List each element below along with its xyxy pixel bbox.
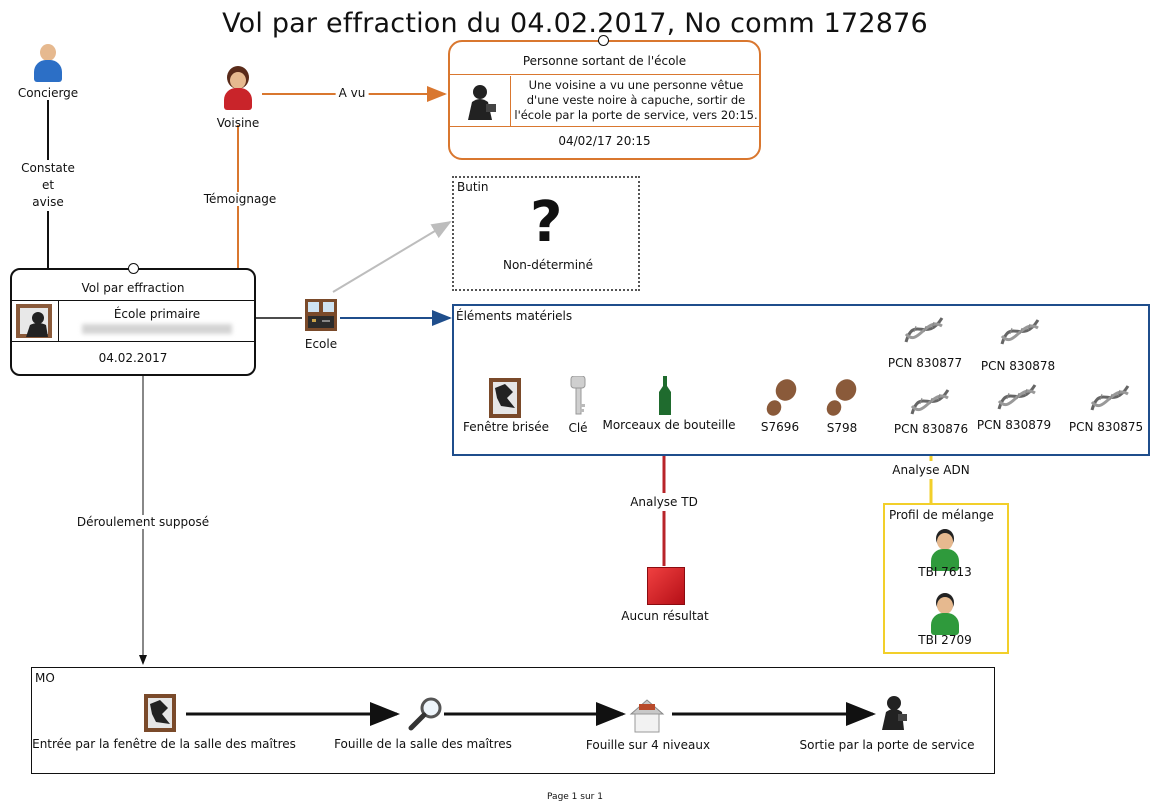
voisine-label: Voisine xyxy=(216,116,260,130)
mo-heading: MO xyxy=(35,671,55,685)
profil-person-2: TBI 2709 xyxy=(918,633,972,647)
case-place: École primaire xyxy=(113,307,201,321)
mo-box[interactable]: MO xyxy=(31,667,995,774)
dna-icon-830878 xyxy=(1000,316,1040,348)
event-thief-icon xyxy=(450,76,511,126)
case-anchor xyxy=(128,263,139,274)
no-result-icon[interactable] xyxy=(647,567,685,605)
mo-step-4: Sortie par la porte de service xyxy=(799,738,975,752)
event-datetime: 04/02/17 20:15 xyxy=(450,126,759,159)
result-label: Aucun résultat xyxy=(621,609,709,623)
pcn-830879-label: PCN 830879 xyxy=(976,418,1052,432)
event-anchor xyxy=(598,35,609,46)
concierge-label: Concierge xyxy=(17,86,79,100)
ecole-label: Ecole xyxy=(304,337,338,351)
burglar-icon xyxy=(12,301,59,341)
elements-box[interactable]: Éléments matériels xyxy=(452,304,1150,456)
butin-box[interactable]: Butin ? Non-déterminé xyxy=(452,176,640,291)
pcn-830876-label: PCN 830876 xyxy=(893,422,969,436)
edge-label-a-vu: A vu xyxy=(335,86,369,100)
profil-box[interactable]: Profil de mélange TBI 7613 TBI 2709 xyxy=(883,503,1009,654)
edge-label-temoignage: Témoignage xyxy=(201,192,279,206)
event-text: Une voisine a vu une personne vêtue d'un… xyxy=(514,78,758,122)
dna-icon-830877 xyxy=(904,314,944,346)
item-fenetre-label: Fenêtre brisée xyxy=(462,420,550,434)
voisine-icon xyxy=(224,72,252,112)
item-bouteille-label: Morceaux de bouteille xyxy=(602,418,736,432)
person-icon-tbi7613 xyxy=(931,533,959,573)
school-building-icon[interactable] xyxy=(304,296,338,332)
bottle-icon xyxy=(657,376,673,416)
magnifier-icon xyxy=(405,696,445,732)
elements-heading: Éléments matériels xyxy=(456,309,573,323)
mo-step-1: Entrée par la fenêtre de la salle des ma… xyxy=(32,737,296,751)
edge-label-deroulement: Déroulement supposé xyxy=(73,515,213,529)
case-heading: Vol par effraction xyxy=(12,270,254,301)
profil-person-1: TBI 7613 xyxy=(918,565,972,579)
dna-icon-830875 xyxy=(1090,382,1130,414)
broken-window-icon xyxy=(489,378,521,418)
edge-ecole-butin xyxy=(332,220,452,293)
butin-text: Non-déterminé xyxy=(502,258,594,272)
case-place-cell: École primaire xyxy=(60,301,254,341)
mo-step-2: Fouille de la salle des maîtres xyxy=(334,737,512,751)
event-box[interactable]: Personne sortant de l'école Une voisine … xyxy=(448,35,761,160)
person-icon-tbi2709 xyxy=(931,597,959,637)
question-mark-icon: ? xyxy=(530,190,563,255)
pcn-830878-label: PCN 830878 xyxy=(980,359,1056,373)
house-icon xyxy=(627,696,667,734)
mo-broken-window-icon xyxy=(144,694,176,732)
shoeprint-icon-2 xyxy=(824,378,860,418)
butin-heading: Butin xyxy=(457,180,489,194)
redacted-address xyxy=(82,324,232,334)
item-s7696-label: S7696 xyxy=(760,420,800,434)
page-footer: Page 1 sur 1 xyxy=(547,792,603,802)
edge-label-analyse-adn: Analyse ADN xyxy=(889,461,973,479)
edge-label-constate: Constate et avise xyxy=(21,160,75,211)
event-heading: Personne sortant de l'école xyxy=(450,42,759,75)
profil-heading: Profil de mélange xyxy=(889,508,994,522)
pcn-830877-label: PCN 830877 xyxy=(887,356,963,370)
shoeprint-icon-1 xyxy=(764,378,800,418)
case-box[interactable]: Vol par effraction École primaire 04.02.… xyxy=(10,263,256,376)
thief-icon xyxy=(878,694,908,732)
key-icon xyxy=(568,375,588,420)
diagram-title: Vol par effraction du 04.02.2017, No com… xyxy=(222,8,928,39)
edge-label-analyse-td: Analyse TD xyxy=(627,493,701,511)
item-cle-label: Clé xyxy=(568,421,588,435)
item-s798-label: S798 xyxy=(826,421,858,435)
dna-icon-830876 xyxy=(910,386,950,418)
case-date: 04.02.2017 xyxy=(12,341,254,375)
mo-step-3: Fouille sur 4 niveaux xyxy=(585,738,711,752)
pcn-830875-label: PCN 830875 xyxy=(1068,420,1144,434)
dna-icon-830879 xyxy=(997,381,1037,413)
concierge-icon xyxy=(34,44,62,84)
